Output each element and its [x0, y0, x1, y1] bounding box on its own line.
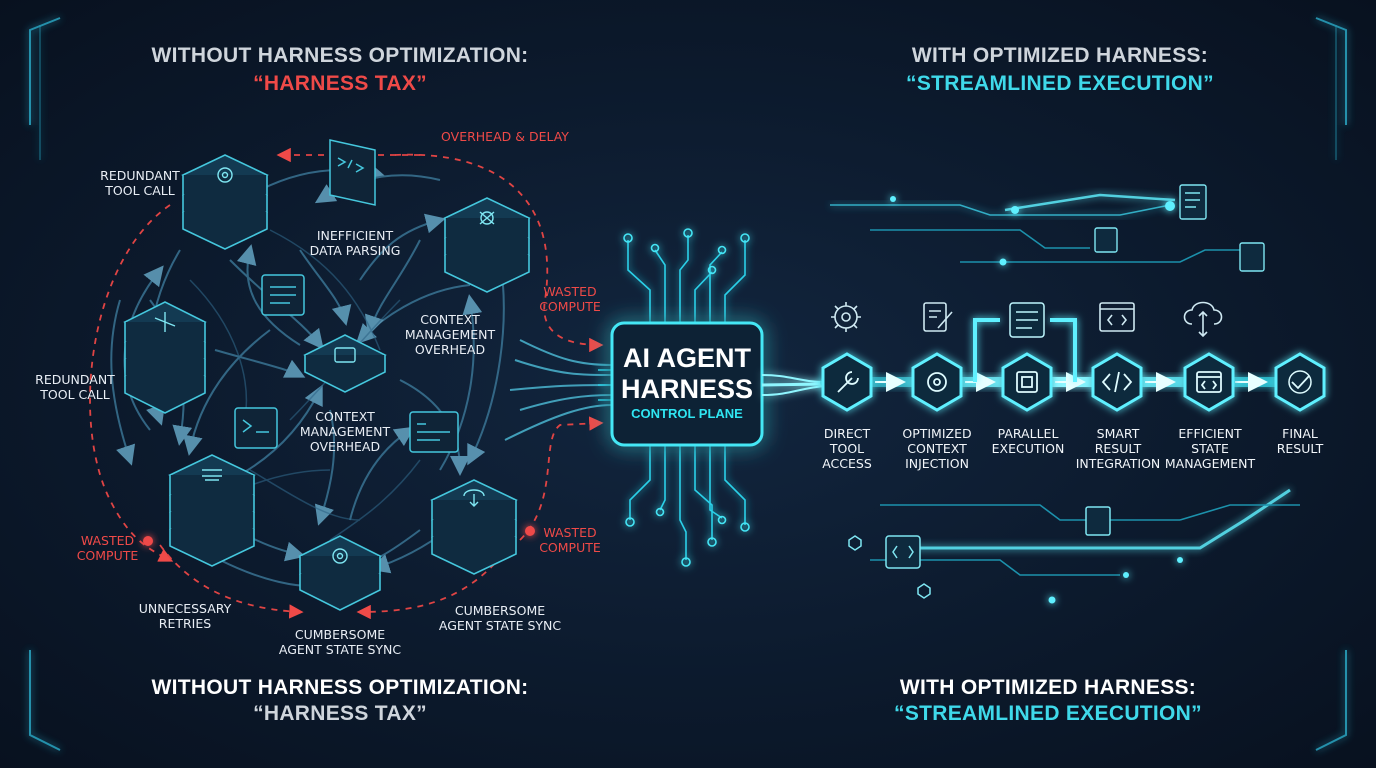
bottom-right-subtitle: “STREAMLINED EXECUTION” — [894, 702, 1202, 725]
lower-stream-dots — [1048, 557, 1183, 604]
label-overhead-delay: OVERHEAD & DELAY — [441, 129, 569, 144]
frame-corners — [29, 17, 1347, 751]
core-subtitle: CONTROL PLANE — [631, 406, 743, 421]
edit-doc-icon — [923, 302, 953, 332]
core-title-line1: AI AGENT — [623, 343, 751, 373]
check-icon — [1291, 375, 1310, 390]
upper-stream-dots — [890, 196, 1175, 266]
lower-streams — [870, 488, 1300, 576]
bottom-right-title: WITH OPTIMIZED HARNESS: — [899, 676, 1197, 699]
lower-icons — [848, 506, 1111, 599]
output-beams — [761, 374, 826, 396]
top-left-title: WITHOUT HARNESS OPTIMIZATION: — [151, 44, 529, 67]
server-stack-center — [303, 334, 387, 393]
parallel-branch — [973, 318, 1077, 382]
top-left-subtitle: “HARNESS TAX” — [253, 72, 427, 95]
brain-gear-icon — [927, 372, 947, 392]
floating-panels — [234, 139, 459, 453]
pipeline-top-icons — [831, 301, 1223, 338]
server-stack-bottom-center — [298, 535, 382, 611]
parallel-doc-icon — [1009, 302, 1045, 338]
code-icon — [1101, 371, 1133, 393]
upper-doc-icons — [1094, 184, 1265, 272]
top-right-subtitle: “STREAMLINED EXECUTION” — [906, 72, 1214, 95]
upper-streams — [830, 193, 1240, 263]
tangled-flow-lines-thin — [179, 229, 421, 541]
core-trace-nodes — [623, 228, 750, 567]
core-title-line2: HARNESS — [620, 374, 754, 404]
wrench-icon — [837, 371, 859, 393]
gear-icon — [831, 302, 861, 332]
core-chip-traces — [598, 235, 746, 560]
tangled-flow-lines — [110, 161, 505, 598]
server-stacks — [123, 154, 531, 611]
server-stack-top-left — [181, 154, 269, 250]
top-right-title: WITH OPTIMIZED HARNESS: — [911, 44, 1209, 67]
cloud-sync-icon — [1183, 301, 1223, 338]
bottom-left-title: WITHOUT HARNESS OPTIMIZATION: — [151, 676, 529, 699]
browser-code-icon — [1196, 371, 1222, 393]
chip-icon — [1016, 371, 1038, 393]
server-stack-bottom-left — [168, 454, 256, 567]
hex-inner-icons — [837, 370, 1312, 394]
browser-code-icon-top — [1099, 302, 1135, 332]
overhead-dashed-paths — [89, 147, 604, 620]
pipeline-hexes — [821, 352, 1326, 412]
bottom-left-subtitle: “HARNESS TAX” — [253, 702, 427, 725]
input-wires — [504, 339, 613, 441]
stack-top-icons — [154, 167, 495, 564]
red-dots — [143, 526, 535, 546]
